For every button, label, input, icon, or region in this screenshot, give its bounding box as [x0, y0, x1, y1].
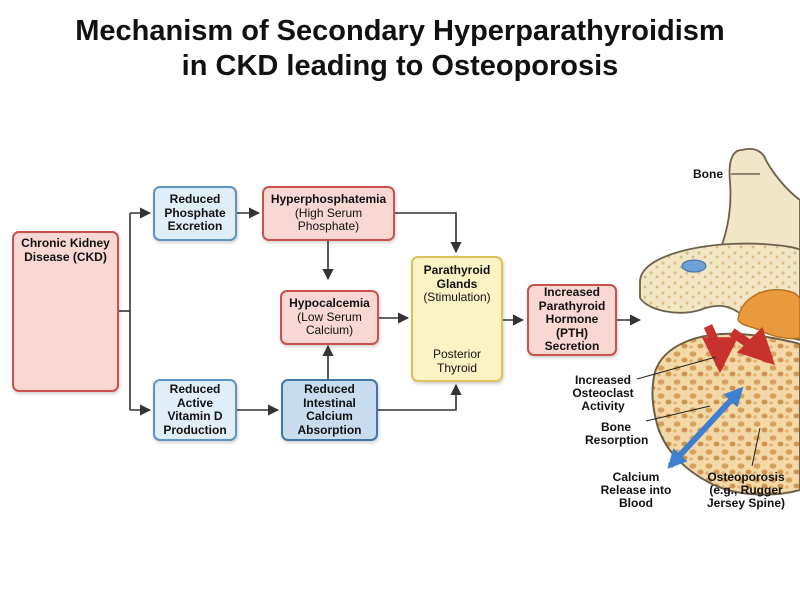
parathyroid-foot: Posterior Thyroid — [432, 347, 482, 375]
reduced-absorption-label: Reduced Intestinal Calcium Absorption — [297, 382, 362, 437]
osteoporosis-label: Osteoporosis (e.g., Rugger Jersey Spine) — [706, 470, 786, 510]
arrow-hyperphosphatemia-to-parathyroid — [395, 212, 462, 254]
resorption-label: Bone Resorption — [585, 420, 649, 447]
bone-illustration — [639, 148, 800, 496]
parathyroid-node: Parathyroid Glands (Stimulation) Posteri… — [411, 256, 503, 382]
hyperphosphatemia-sub: (High Serum Phosphate) — [294, 205, 363, 234]
hyperphosphatemia-node: Hyperphosphatemia (High Serum Phosphate) — [262, 186, 395, 241]
reduced-absorption-node: Reduced Intestinal Calcium Absorption — [281, 379, 378, 441]
bone-label: Bone — [693, 167, 723, 181]
callout-lines — [636, 173, 761, 467]
arrow-absorption-to-parathyroid — [378, 383, 462, 411]
leader-resorption — [645, 405, 711, 422]
hypocalcemia-sub: (Low Serum Calcium) — [297, 309, 362, 338]
leader-osteoporosis — [751, 427, 761, 467]
leader-osteoclast — [636, 356, 717, 380]
reduced-vitd-label: Reduced Active Vitamin D Production — [163, 382, 227, 437]
hyperphosphatemia-label: Hyperphosphatemia — [270, 192, 387, 207]
parathyroid-label: Parathyroid Glands — [423, 263, 491, 291]
reduced-vitd-node: Reduced Active Vitamin D Production — [153, 379, 237, 441]
title-line-1: Mechanism of Secondary Hyperparathyroidi… — [75, 15, 725, 47]
parathyroid-sub: (Stimulation) — [423, 290, 491, 304]
reduced-phosphate-label: Reduced Phosphate Excretion — [164, 192, 226, 234]
ckd-node: Chronic Kidney Disease (CKD) — [12, 231, 119, 392]
hypocalcemia-label: Hypocalcemia — [289, 296, 370, 311]
hypocalcemia-node: Hypocalcemia (Low Serum Calcium) — [280, 290, 379, 345]
diagram-title: Mechanism of Secondary Hyperparathyroidi… — [0, 14, 800, 84]
reduced-phosphate-node: Reduced Phosphate Excretion — [153, 186, 237, 241]
pth-node: Increased Parathyroid Hormone (PTH) Secr… — [527, 284, 617, 356]
osteoclast-label: Increased Osteoclast Activity — [572, 373, 634, 413]
pth-label: Increased Parathyroid Hormone (PTH) Secr… — [538, 285, 606, 354]
calcium-release-label: Calcium Release into Blood — [600, 470, 672, 510]
flow-arrows — [118, 207, 642, 416]
ckd-label: Chronic Kidney Disease (CKD) — [21, 236, 110, 264]
title-line-2: in CKD leading to Osteoporosis — [181, 50, 619, 82]
